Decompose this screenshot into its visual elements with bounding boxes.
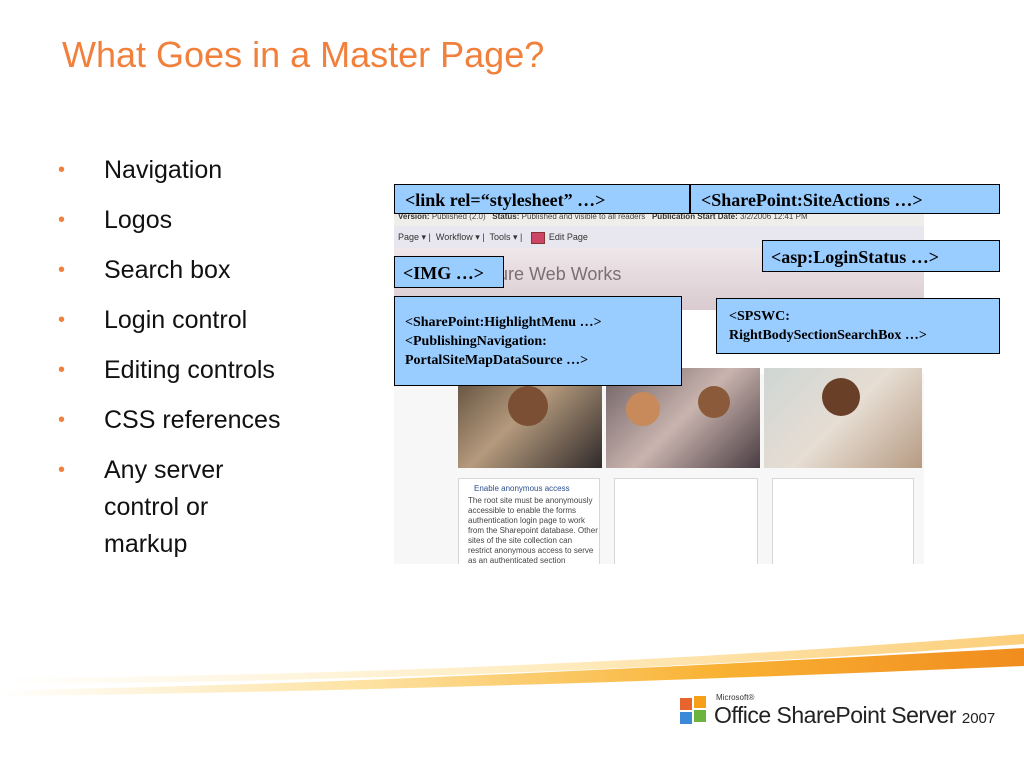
callout-line: <SharePoint:HighlightMenu …>	[405, 315, 602, 330]
person-shape	[822, 378, 860, 416]
anon-access-text: The root site must be anonymously access…	[468, 496, 598, 564]
person-shape	[508, 386, 548, 426]
status-status-value: Published and visible to all readers	[521, 212, 646, 221]
bullet-dot-icon: •	[58, 459, 66, 481]
callout-link-stylesheet: <link rel=“stylesheet” …>	[394, 184, 690, 214]
bullet-item: • Editing controls	[56, 352, 356, 389]
callout-line: PortalSiteMapDataSource …>	[405, 353, 589, 368]
person-shape	[698, 386, 730, 418]
callout-line: <PublishingNavigation:	[405, 334, 547, 349]
bullet-dot-icon: •	[58, 159, 66, 181]
bullet-text: Navigation	[104, 156, 223, 184]
toolbar-page-menu[interactable]: Page ▾	[398, 232, 427, 242]
edit-page-icon	[530, 231, 545, 244]
slide-title: What Goes in a Master Page?	[62, 34, 545, 75]
swoosh-band	[0, 634, 1024, 684]
toolbar-tools-menu[interactable]: Tools ▾	[489, 232, 518, 242]
bullet-dot-icon: •	[58, 259, 66, 281]
bullet-text: Search box	[104, 256, 231, 284]
status-pubdate-label: Publication Start Date:	[651, 212, 738, 221]
anon-access-heading[interactable]: Enable anonymous access	[474, 484, 570, 493]
banner-site-text: ure Web Works	[498, 264, 622, 284]
callout-login-status: <asp:LoginStatus …>	[762, 240, 1000, 272]
photo-people-3	[764, 368, 922, 468]
bullet-dot-icon: •	[58, 409, 66, 431]
bullet-item: • Login control	[56, 302, 356, 339]
callout-search-box: <SPSWC: RightBodySectionSearchBox …>	[716, 298, 1000, 354]
callout-img: <IMG …>	[394, 256, 504, 288]
logo-product-name: Office SharePoint Server	[714, 702, 956, 728]
person-shape	[626, 392, 660, 426]
bullet-item: • Any server control or markup	[56, 452, 274, 563]
toolbar-edit-page-button[interactable]: Edit Page	[548, 232, 588, 242]
office-logo-icon	[680, 696, 706, 724]
status-pubdate-value: 3/2/2006 12:41 PM	[740, 212, 808, 221]
status-version-label: Version:	[398, 212, 430, 221]
bullet-text: Login control	[104, 306, 248, 334]
office-sharepoint-logo: Microsoft® Office SharePoint Server 2007	[678, 688, 995, 732]
bullet-item: • Logos	[56, 202, 356, 239]
bullet-item: • Search box	[56, 252, 356, 289]
bullet-text: CSS references	[104, 406, 281, 434]
content-panel	[458, 478, 600, 564]
callout-line: RightBodySectionSearchBox …>	[729, 328, 927, 343]
bullet-list: • Navigation • Logos • Search box • Login co…	[56, 152, 356, 576]
bullet-item: • Navigation	[56, 152, 356, 189]
status-version-value: Published (2.0)	[431, 212, 486, 221]
callout-highlight-menu: <SharePoint:HighlightMenu …> <Publishing…	[394, 296, 682, 386]
bullet-text: Editing controls	[104, 356, 275, 384]
bullet-item: • CSS references	[56, 402, 356, 439]
callout-line: <SPSWC:	[729, 309, 790, 324]
content-panel	[772, 478, 914, 564]
bullet-dot-icon: •	[58, 209, 66, 231]
swoosh-band	[0, 648, 1024, 696]
toolbar-workflow-menu[interactable]: Workflow ▾	[435, 232, 480, 242]
logo-year: 2007	[961, 710, 996, 727]
callout-site-actions: <SharePoint:SiteActions …>	[690, 184, 1000, 214]
logo-microsoft-text: Microsoft®	[716, 693, 755, 702]
bullet-text: Any server control or markup	[104, 456, 224, 558]
content-panel	[614, 478, 758, 564]
bullet-text: Logos	[104, 206, 173, 234]
bullet-dot-icon: •	[58, 359, 66, 381]
logo-product-text: Office SharePoint Server 2007	[714, 702, 995, 729]
footer-swoosh	[0, 634, 1024, 696]
status-status-label: Status:	[492, 212, 520, 221]
bullet-dot-icon: •	[58, 309, 66, 331]
